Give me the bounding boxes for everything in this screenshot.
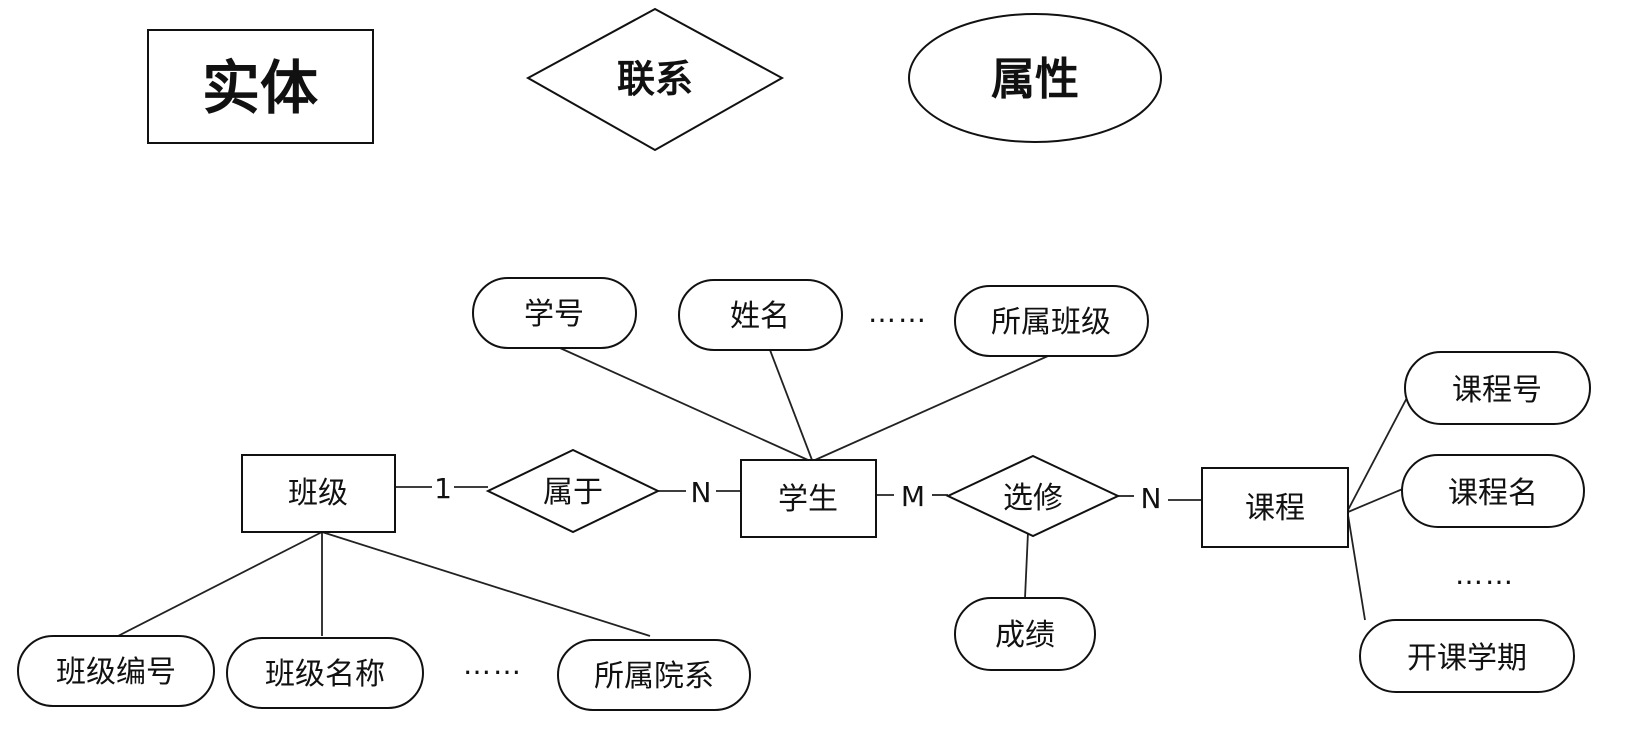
entity-course-label: 课程 xyxy=(1245,491,1305,526)
attr-course-id xyxy=(1404,351,1591,425)
line-student-class xyxy=(814,355,1049,461)
legend-relationship-label: 联系 xyxy=(617,57,693,101)
attr-course-ellipsis: …… xyxy=(1455,558,1515,591)
legend-attribute-ellipse xyxy=(908,13,1162,143)
entity-class-label: 班级 xyxy=(288,476,348,511)
attr-class-name-label: 班级名称 xyxy=(265,657,385,692)
legend-entity-label: 实体 xyxy=(202,54,318,122)
attr-student-ellipsis: …… xyxy=(868,296,928,329)
cardinality-belongs-student: N xyxy=(691,476,712,509)
relationship-elective-label: 选修 xyxy=(1003,481,1063,516)
relationship-belongs-to-label: 属于 xyxy=(543,475,603,510)
line-course-name xyxy=(1347,487,1406,513)
attr-student-class-label: 所属班级 xyxy=(991,305,1111,340)
cardinality-student-elective: M xyxy=(901,480,925,513)
line-elective-score xyxy=(1024,531,1029,599)
line-course-id xyxy=(1347,391,1411,511)
line-student-name xyxy=(769,349,813,461)
attr-course-name-label: 课程名 xyxy=(1448,476,1538,511)
attr-student-id xyxy=(472,277,637,349)
entity-course xyxy=(1201,467,1349,548)
attr-student-class xyxy=(954,285,1149,357)
entity-student-label: 学生 xyxy=(778,482,838,517)
line-class-id xyxy=(117,531,323,637)
student-attributes: 学号 姓名 …… 所属班级 xyxy=(472,277,1149,357)
attr-class-department xyxy=(557,639,751,711)
relationship-belongs-to xyxy=(485,448,661,534)
entity-student xyxy=(740,459,877,538)
elective-attributes: 成绩 xyxy=(954,597,1096,671)
connectors xyxy=(117,347,1411,637)
attr-course-name xyxy=(1401,454,1585,528)
attr-course-semester-label: 开课学期 xyxy=(1407,641,1527,676)
legend-attribute-label: 属性 xyxy=(991,54,1079,105)
attr-class-name xyxy=(226,637,424,709)
line-course-semester xyxy=(1347,514,1366,621)
entity-class xyxy=(241,454,396,533)
attr-course-id-label: 课程号 xyxy=(1452,373,1542,408)
attr-elective-score-label: 成绩 xyxy=(995,618,1055,653)
attr-student-id-label: 学号 xyxy=(524,297,584,332)
attr-class-department-label: 所属院系 xyxy=(594,659,714,694)
legend-entity-box xyxy=(147,29,374,144)
cardinality-elective-course: N xyxy=(1141,482,1162,515)
attr-class-id-label: 班级编号 xyxy=(56,655,176,690)
class-attributes: 班级编号 班级名称 …… 所属院系 xyxy=(17,635,751,711)
attr-class-ellipsis: …… xyxy=(463,648,523,681)
attr-elective-score xyxy=(954,597,1096,671)
legend-relationship-diamond xyxy=(525,7,785,152)
course-attributes: 课程号 课程名 …… 开课学期 xyxy=(1359,351,1591,693)
legend: 实体 联系 属性 xyxy=(147,7,1162,152)
relationship-elective xyxy=(945,454,1121,538)
attr-class-id xyxy=(17,635,215,707)
attr-student-name-label: 姓名 xyxy=(730,299,790,334)
main-chain: 班级 1 属于 N 学生 M 选修 N 课程 xyxy=(241,448,1349,548)
line-student-id xyxy=(559,347,809,461)
line-class-department xyxy=(321,531,651,637)
attr-student-name xyxy=(678,279,843,351)
attr-course-semester xyxy=(1359,619,1575,693)
cardinality-class-belongs: 1 xyxy=(434,472,452,505)
